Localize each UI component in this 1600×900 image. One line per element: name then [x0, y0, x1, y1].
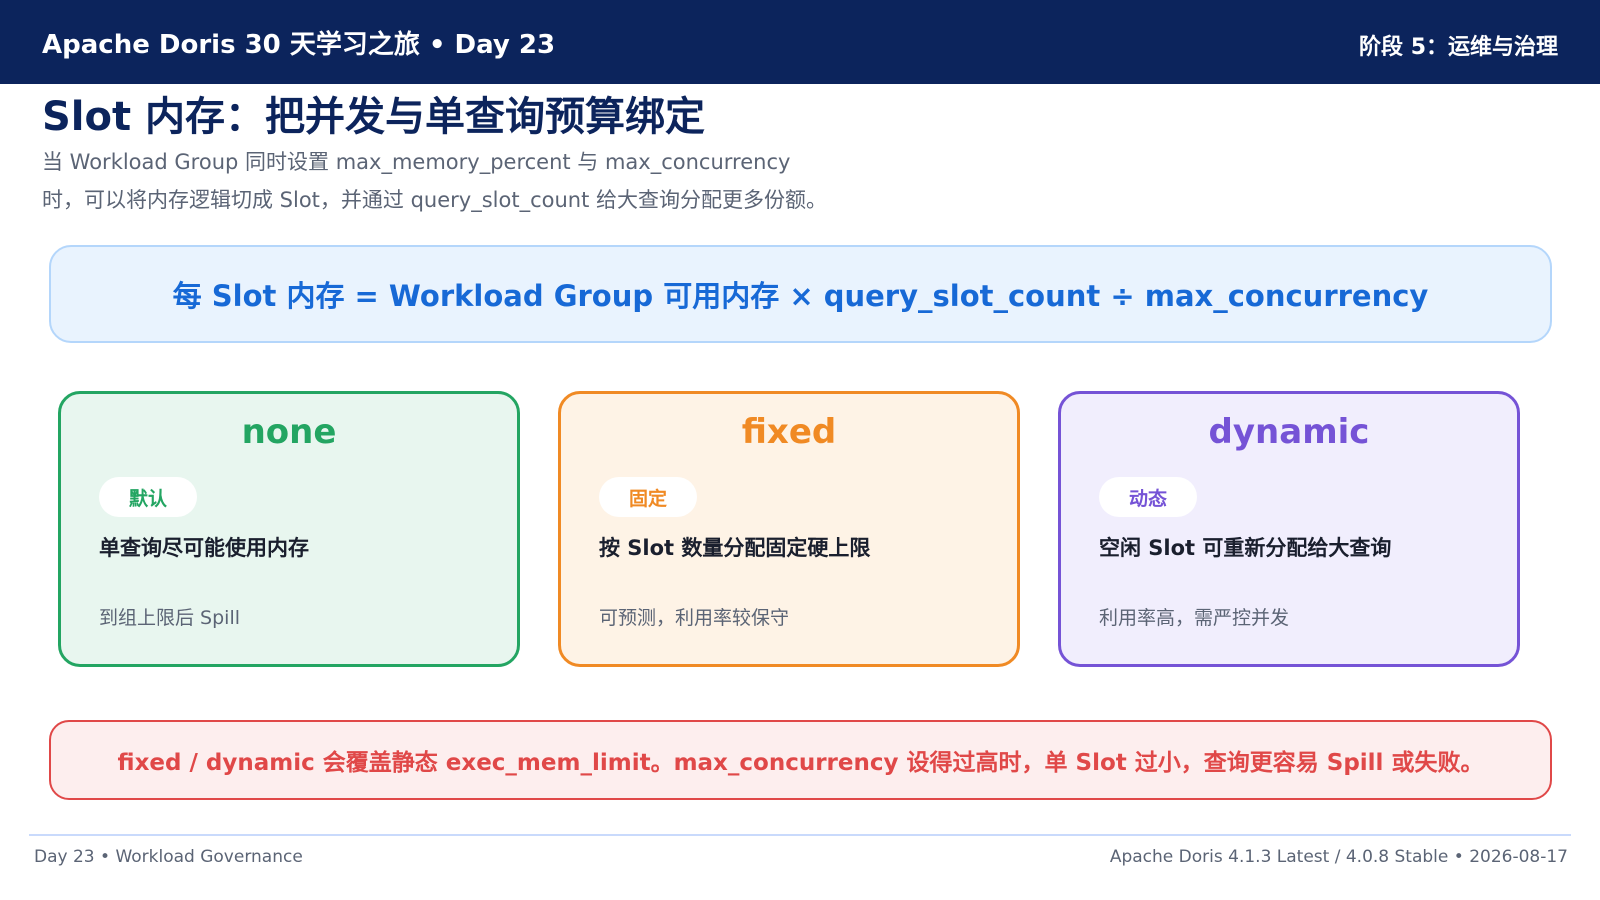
mode-description: 单查询尽可能使用内存 [99, 536, 309, 560]
mode-description: 按 Slot 数量分配固定硬上限 [599, 536, 871, 560]
page-title: Slot 内存：把并发与单查询预算绑定 [42, 94, 706, 140]
mode-tag: 动态 [1099, 477, 1197, 517]
mode-name: none [241, 412, 337, 452]
course-title: Apache Doris 30 天学习之旅 • Day 23 [42, 30, 556, 60]
formula-text: 每 Slot 内存 = Workload Group 可用内存 × query_… [172, 279, 1429, 313]
mode-note: 到组上限后 Spill [99, 607, 240, 629]
mode-tag: 固定 [599, 477, 697, 517]
subtitle-line-2: 时，可以将内存逻辑切成 Slot，并通过 query_slot_count 给大… [42, 188, 827, 212]
footer-left: Day 23 • Workload Governance [34, 847, 303, 867]
phase-label: 阶段 5：运维与治理 [1359, 35, 1558, 60]
mode-tag: 默认 [99, 477, 197, 517]
footer-right: Apache Doris 4.1.3 Latest / 4.0.8 Stable… [1109, 847, 1568, 867]
page-subtitle: 当 Workload Group 同时设置 max_memory_percent… [42, 143, 942, 219]
warning-callout: fixed / dynamic 会覆盖静态 exec_mem_limit。max… [49, 720, 1552, 800]
formula-box: 每 Slot 内存 = Workload Group 可用内存 × query_… [49, 245, 1552, 343]
warning-text: fixed / dynamic 会覆盖静态 exec_mem_limit。max… [117, 750, 1484, 776]
mode-card-none: none 默认 单查询尽可能使用内存 到组上限后 Spill [58, 391, 520, 667]
top-banner: Apache Doris 30 天学习之旅 • Day 23 阶段 5：运维与治… [0, 0, 1600, 84]
mode-name: dynamic [1208, 412, 1370, 452]
mode-card-fixed: fixed 固定 按 Slot 数量分配固定硬上限 可预测，利用率较保守 [558, 391, 1020, 667]
subtitle-line-1: 当 Workload Group 同时设置 max_memory_percent… [42, 150, 791, 174]
mode-note: 可预测，利用率较保守 [599, 607, 790, 629]
mode-card-dynamic: dynamic 动态 空闲 Slot 可重新分配给大查询 利用率高，需严控并发 [1058, 391, 1520, 667]
mode-name: fixed [741, 412, 837, 452]
mode-description: 空闲 Slot 可重新分配给大查询 [1099, 536, 1392, 560]
mode-note: 利用率高，需严控并发 [1099, 607, 1290, 629]
footer-divider [29, 834, 1571, 836]
